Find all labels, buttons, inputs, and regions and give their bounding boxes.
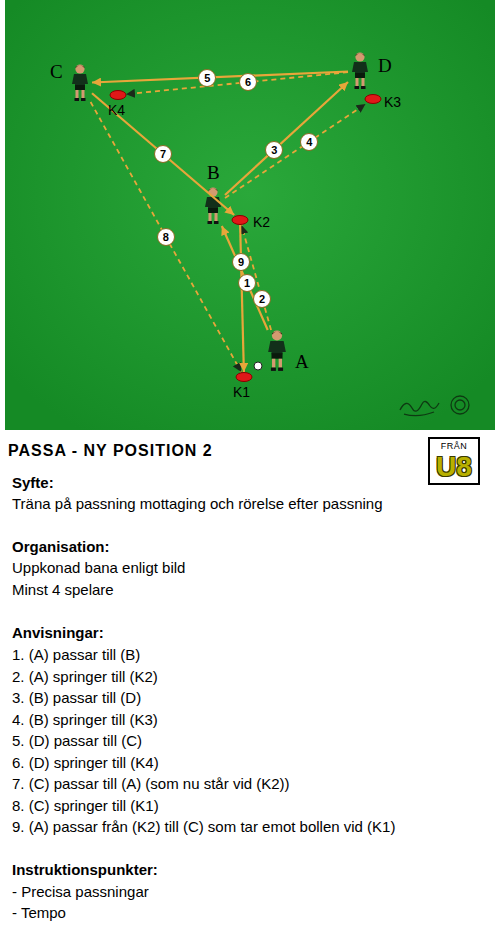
callout-number: 1 — [238, 274, 256, 292]
player-marker: A — [262, 330, 292, 372]
pass-arrow — [92, 93, 234, 215]
instruction-text: 8. (C) springer till (K1) — [12, 797, 159, 815]
instruction-text: 1. (A) passar till (B) — [12, 646, 140, 664]
ball — [254, 362, 262, 370]
callout-number: 8 — [157, 228, 175, 246]
cone-label: K2 — [253, 214, 270, 230]
pass-arrow — [92, 72, 348, 83]
cone-marker: K3 — [365, 94, 381, 104]
instruction-text: 3. (B) passar till (D) — [12, 689, 141, 707]
run-arrow — [91, 102, 242, 372]
cone-label: K4 — [108, 102, 125, 118]
player-letter: B — [207, 163, 220, 183]
instruction-text: 9. (A) passar från (K2) till (C) som tar… — [12, 818, 395, 836]
section-heading: Anvisningar: — [12, 624, 104, 642]
section-heading: Instruktionspunkter: — [12, 861, 158, 879]
cone-marker: K4 — [110, 90, 126, 100]
instruction-text: - Tempo — [12, 904, 66, 922]
instruction-text: Uppkonad bana enligt bild — [12, 559, 185, 577]
callout-number: 6 — [239, 73, 257, 91]
pass-arrow — [240, 225, 244, 372]
player-letter: A — [295, 352, 309, 372]
pass-arrow — [225, 82, 348, 195]
cone-label: K1 — [233, 384, 250, 400]
section-heading: Organisation: — [12, 538, 110, 556]
player-letter: C — [50, 62, 63, 82]
callout-number: 4 — [300, 133, 318, 151]
run-arrow — [126, 72, 348, 94]
instruction-text: 2. (A) springer till (K2) — [12, 668, 158, 686]
drill-title: PASSA - NY POSITION 2 — [8, 441, 213, 461]
instruction-text: 6. (D) springer till (K4) — [12, 754, 159, 772]
grass-field — [5, 0, 495, 430]
callout-number: 9 — [232, 253, 250, 271]
player-marker: B — [201, 186, 225, 226]
section-heading: Syfte: — [12, 474, 54, 492]
callout-number: 5 — [198, 69, 216, 87]
instruction-text: - Precisa passningar — [12, 883, 149, 901]
callout-number: 3 — [265, 141, 283, 159]
callout-number: 7 — [154, 145, 172, 163]
player-marker: D — [348, 52, 372, 90]
players — [72, 52, 368, 370]
instruction-text: Minst 4 spelare — [12, 581, 114, 599]
age-group: U8 — [436, 452, 472, 482]
cone-label: K3 — [384, 94, 401, 110]
badge-caption: FRÅN — [436, 441, 472, 452]
cone-marker: K2 — [232, 215, 248, 225]
player-letter: D — [378, 56, 392, 76]
age-badge: FRÅNU8 — [428, 437, 480, 485]
instruction-text: 5. (D) passar till (C) — [12, 732, 142, 750]
player-marker: C — [68, 64, 92, 102]
instruction-text: 4. (B) springer till (K3) — [12, 711, 158, 729]
pass-arrow — [222, 226, 268, 330]
instruction-text: 7. (C) passar till (A) (som nu står vid … — [12, 775, 290, 793]
instruction-text: Träna på passning mottaging och rörelse … — [12, 495, 383, 513]
cone-marker: K1 — [236, 372, 252, 382]
cones — [110, 91, 381, 382]
run-arrow — [225, 104, 366, 198]
signature-logo — [400, 396, 469, 416]
callout-number: 2 — [253, 290, 271, 308]
